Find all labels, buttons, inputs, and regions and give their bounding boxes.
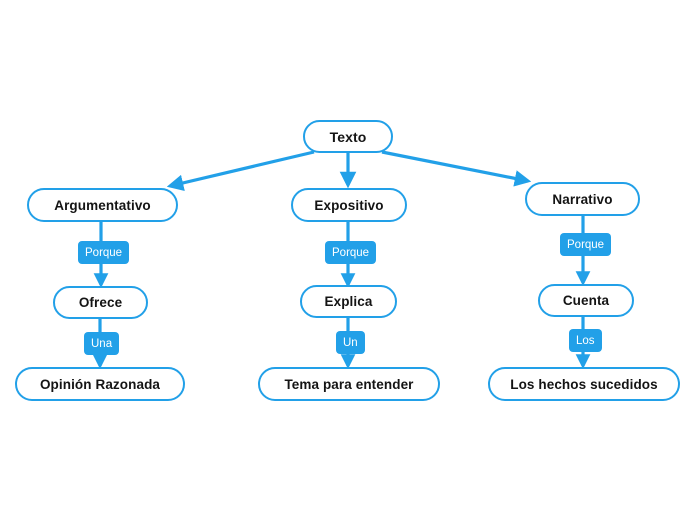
node-los-hechos-sucedidos-label: Los hechos sucedidos [510,376,658,392]
edge-label-expositivo-porque[interactable]: Porque [325,241,377,264]
node-expositivo[interactable]: Expositivo [291,188,407,222]
node-explica-label: Explica [324,294,373,309]
node-texto[interactable]: Texto [303,120,393,153]
node-ofrece-label: Ofrece [78,295,123,310]
node-cuenta[interactable]: Cuenta [538,284,634,317]
edge-label-argumentativo-porque[interactable]: Porque [78,241,130,264]
node-argumentativo-label: Argumentativo [54,197,151,213]
node-narrativo[interactable]: Narrativo [525,182,640,216]
node-expositivo-label: Expositivo [314,197,384,213]
node-opinion-razonada[interactable]: Opinión Razonada [15,367,185,401]
edge-label-narrativo-porque-text: Porque [567,238,605,251]
edge-label-explica-un-text: Un [343,336,358,349]
node-tema-para-entender[interactable]: Tema para entender [258,367,440,401]
node-narrativo-label: Narrativo [552,191,613,207]
edge-label-ofrece-una[interactable]: Una [84,332,120,355]
node-ofrece[interactable]: Ofrece [53,286,148,319]
edge-label-argumentativo-porque-text: Porque [85,246,123,259]
edge-label-explica-un[interactable]: Un [336,331,365,354]
node-explica[interactable]: Explica [300,285,397,318]
node-los-hechos-sucedidos[interactable]: Los hechos sucedidos [488,367,680,401]
edge-label-cuenta-los-text: Los [576,334,595,347]
edge-label-cuenta-los[interactable]: Los [569,329,602,352]
edge-label-expositivo-porque-text: Porque [332,246,370,259]
node-tema-para-entender-label: Tema para entender [284,376,414,392]
node-opinion-razonada-label: Opinión Razonada [39,376,161,392]
node-argumentativo[interactable]: Argumentativo [27,188,178,222]
edge-label-ofrece-una-text: Una [91,337,113,350]
node-texto-label: Texto [329,128,367,145]
edge-label-narrativo-porque[interactable]: Porque [560,233,612,256]
edge-texto-narrativo [381,150,532,187]
edge-texto-argumentativo [166,150,315,192]
node-cuenta-label: Cuenta [562,293,610,308]
